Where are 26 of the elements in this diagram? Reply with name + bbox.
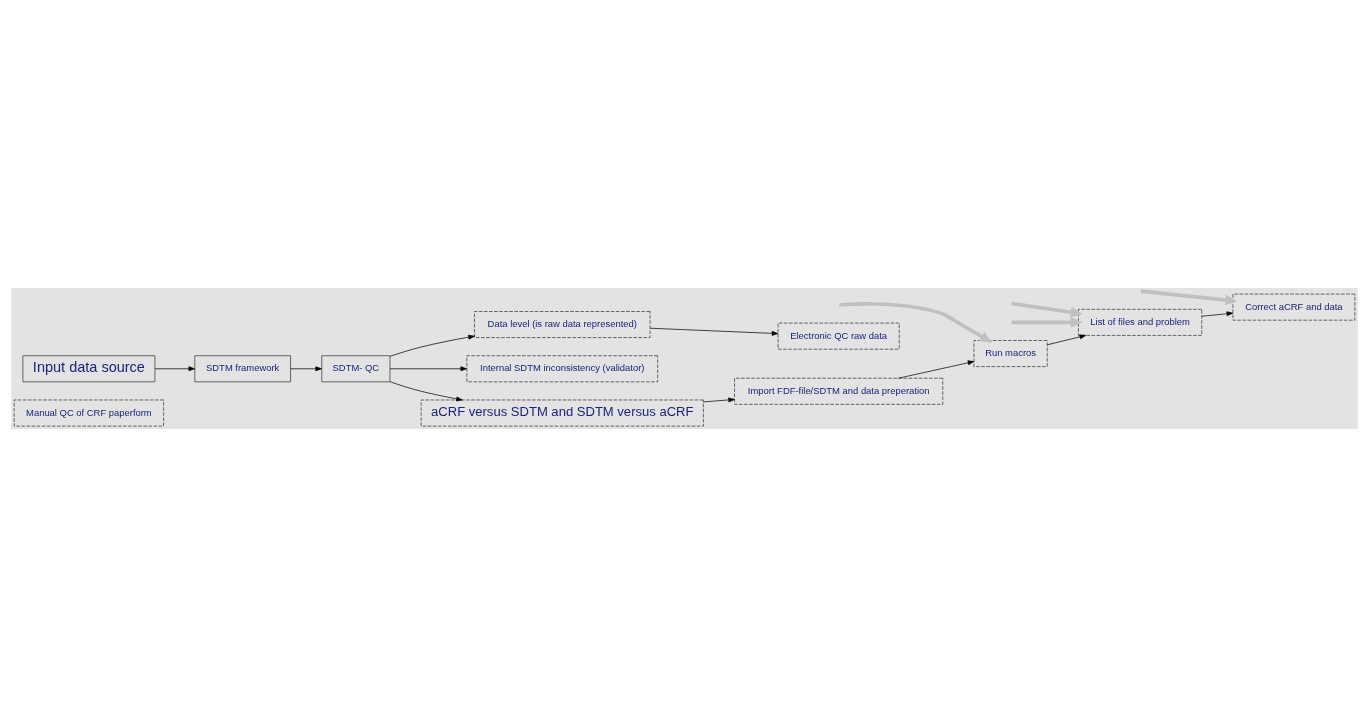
arrow	[1011, 317, 1083, 328]
node-box: SDTM- QC	[321, 355, 391, 383]
node-box: Import FDF-file/SDTM and data preperation	[734, 377, 944, 405]
arrow	[898, 360, 975, 379]
arrow	[389, 334, 475, 357]
arrow	[154, 366, 196, 372]
arrow	[839, 302, 992, 343]
arrow	[1201, 311, 1234, 317]
arrow	[290, 366, 322, 372]
node-box: Run macros	[973, 340, 1048, 367]
node-box: Electronic QC raw data	[777, 322, 900, 350]
node-box: SDTM framework	[194, 355, 291, 383]
node-box: Manual QC of CRF paperform	[13, 399, 164, 427]
node-box: Input data source	[22, 355, 156, 383]
arrow	[389, 381, 463, 402]
arrow	[1046, 334, 1087, 346]
arrow	[1011, 301, 1083, 318]
arrow	[1140, 289, 1238, 306]
node-box: Correct aCRF and data	[1232, 293, 1356, 321]
node-box: List of files and problem	[1078, 308, 1203, 336]
arrow	[389, 366, 468, 372]
arrow	[703, 397, 735, 403]
node-box: aCRF versus SDTM and SDTM versus aCRF	[420, 399, 704, 427]
node-box: Internal SDTM inconsistency (validator)	[466, 355, 659, 383]
node-box: Data level (is raw data represented)	[474, 311, 651, 338]
arrow	[649, 327, 779, 336]
